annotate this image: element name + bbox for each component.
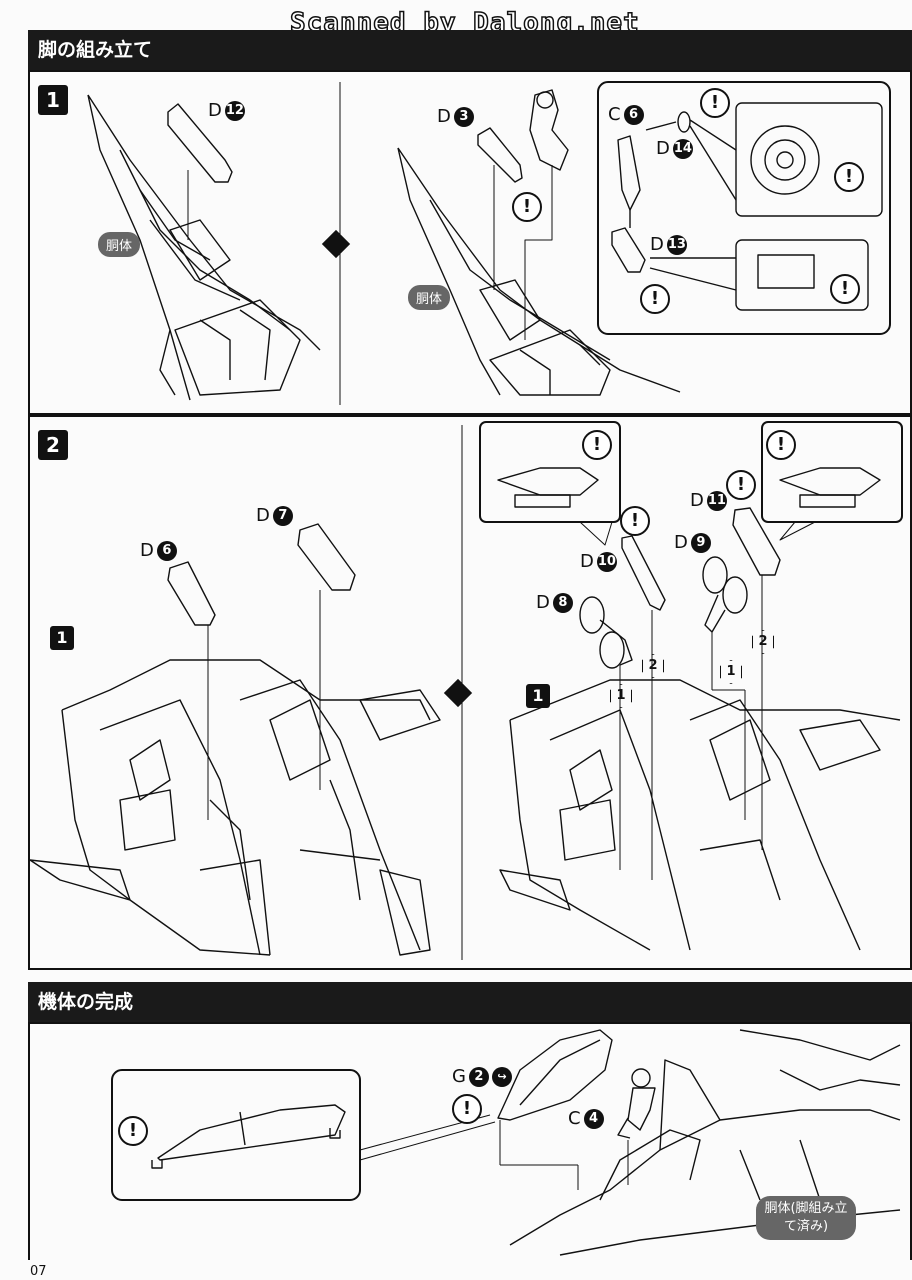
- body-label-step1-left: 胴体: [98, 232, 141, 257]
- order-mark: 2: [752, 630, 774, 654]
- section-complete-title: 機体の完成: [38, 991, 134, 1013]
- warning-icon: !: [700, 88, 730, 118]
- step2-number: 2: [38, 430, 68, 460]
- warning-icon: !: [726, 470, 756, 500]
- warning-icon: !: [766, 430, 796, 460]
- warning-icon: !: [452, 1094, 482, 1124]
- warning-icon: !: [830, 274, 860, 304]
- page-number: 07: [30, 1264, 47, 1279]
- ref-step-right: 1: [526, 684, 550, 708]
- warning-icon: !: [582, 430, 612, 460]
- section-legs-bar: 脚の組み立て: [28, 30, 912, 70]
- warning-icon: !: [512, 192, 542, 222]
- body-label-step1-right: 胴体: [408, 285, 451, 310]
- warning-icon: !: [640, 284, 670, 314]
- order-mark: 1: [720, 660, 742, 684]
- ref-step-left: 1: [50, 626, 74, 650]
- section-legs-title: 脚の組み立て: [38, 39, 153, 61]
- warning-icon: !: [620, 506, 650, 536]
- glue-icon: ↪: [491, 1066, 512, 1087]
- warning-icon: !: [834, 162, 864, 192]
- warning-icon: !: [118, 1116, 148, 1146]
- section-complete-bar: 機体の完成: [28, 982, 912, 1022]
- step1-number: 1: [38, 85, 68, 115]
- order-mark: 1: [610, 684, 632, 708]
- order-mark: 2: [642, 654, 664, 678]
- body-label-completion: 胴体(脚組み立て済み): [756, 1196, 856, 1240]
